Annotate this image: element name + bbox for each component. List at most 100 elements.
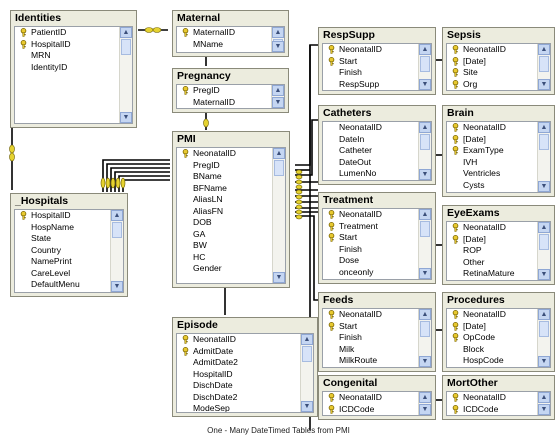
field-row[interactable]: NeonatalID [447,222,538,234]
scroll-down-icon[interactable]: ▼ [538,356,550,367]
scroll-down-icon[interactable]: ▼ [419,79,431,90]
scroll-up-icon[interactable]: ▲ [419,392,431,403]
field-row[interactable]: Cysts [447,180,538,192]
field-row[interactable]: AdmitDate2 [177,357,301,369]
field-row[interactable]: ICDCode [323,404,419,416]
scroll-thumb[interactable] [539,321,549,337]
field-row[interactable]: Start [323,232,419,244]
field-row[interactable]: Gender [177,263,273,275]
scrollbar[interactable]: ▲▼ [119,27,132,123]
scroll-down-icon[interactable]: ▼ [419,356,431,367]
field-row[interactable]: DischDate [177,380,301,392]
field-row[interactable]: NeonatalID [177,334,301,346]
field-row[interactable]: IdentityID [15,62,120,74]
field-row[interactable]: NeonatalID [177,148,273,160]
field-row[interactable]: NeonatalID [323,209,419,221]
scroll-thumb[interactable] [539,134,549,150]
field-row[interactable]: HC [177,252,273,264]
scroll-up-icon[interactable]: ▲ [538,44,550,55]
field-row[interactable]: MRN [15,50,120,62]
scrollbar[interactable]: ▲▼ [537,392,550,415]
field-row[interactable]: Block [447,344,538,356]
field-row[interactable]: NeonatalID [323,392,419,404]
field-row[interactable]: Finish [323,244,419,256]
field-row[interactable]: [Date] [447,234,538,246]
field-row[interactable]: OpCode [447,332,538,344]
scroll-down-icon[interactable]: ▼ [538,181,550,192]
field-row[interactable]: PregID [177,160,273,172]
scroll-up-icon[interactable]: ▲ [538,122,550,133]
field-row[interactable]: DOB [177,217,273,229]
field-row[interactable]: AliasFN [177,206,273,218]
field-row[interactable]: Dose [323,255,419,267]
field-row[interactable]: HospitalID [177,369,301,381]
field-row[interactable]: DateIn [323,134,419,146]
field-row[interactable]: NamePrint [15,256,111,268]
field-row[interactable]: NeonatalID [447,392,538,404]
field-row[interactable]: ROP [447,245,538,257]
scrollbar[interactable]: ▲▼ [271,27,284,52]
field-row[interactable]: [Date] [447,321,538,333]
field-row[interactable]: RetinaMature [447,268,538,280]
scroll-thumb[interactable] [121,39,131,55]
scroll-up-icon[interactable]: ▲ [419,209,431,220]
field-row[interactable]: Start [323,56,419,68]
field-row[interactable]: ICDCode [447,404,538,416]
scrollbar[interactable]: ▲▼ [418,392,431,415]
field-row[interactable]: BW [177,240,273,252]
scroll-thumb[interactable] [274,160,284,176]
scroll-thumb[interactable] [420,321,430,337]
scrollbar[interactable]: ▲▼ [537,309,550,367]
scroll-thumb[interactable] [420,221,430,237]
field-row[interactable]: [Date] [447,56,538,68]
scroll-up-icon[interactable]: ▲ [272,85,284,96]
field-row[interactable]: NeonatalID [323,122,419,134]
field-row[interactable]: Ventricles [447,168,538,180]
scroll-up-icon[interactable]: ▲ [538,309,550,320]
scroll-thumb[interactable] [539,234,549,250]
field-row[interactable]: HospName [15,222,111,234]
field-row[interactable]: MName [177,39,272,51]
field-row[interactable]: Treatment [323,221,419,233]
field-row[interactable]: DefaultMenu [15,279,111,291]
field-row[interactable]: ExamType [447,145,538,157]
scrollbar[interactable]: ▲▼ [537,122,550,192]
scrollbar[interactable]: ▲▼ [418,309,431,367]
field-row[interactable]: HospitalID [15,210,111,222]
scroll-down-icon[interactable]: ▼ [120,112,132,123]
field-row[interactable]: Other [447,257,538,269]
field-row[interactable]: ModeSep [177,403,301,412]
field-row[interactable]: Org [447,79,538,91]
scroll-up-icon[interactable]: ▲ [538,222,550,233]
field-row[interactable]: LumenNo [323,168,419,180]
scroll-up-icon[interactable]: ▲ [419,309,431,320]
field-row[interactable]: NeonatalID [447,44,538,56]
field-row[interactable]: CareLevel [15,268,111,280]
field-row[interactable]: NeonatalID [323,309,419,321]
field-row[interactable]: MilkRoute [323,355,419,367]
scroll-thumb[interactable] [539,56,549,72]
field-row[interactable]: onceonly [323,267,419,279]
scroll-up-icon[interactable]: ▲ [419,44,431,55]
field-row[interactable]: BFName [177,183,273,195]
scrollbar[interactable]: ▲▼ [418,209,431,279]
field-row[interactable]: MaternalID [177,97,272,109]
scroll-down-icon[interactable]: ▼ [273,272,285,283]
